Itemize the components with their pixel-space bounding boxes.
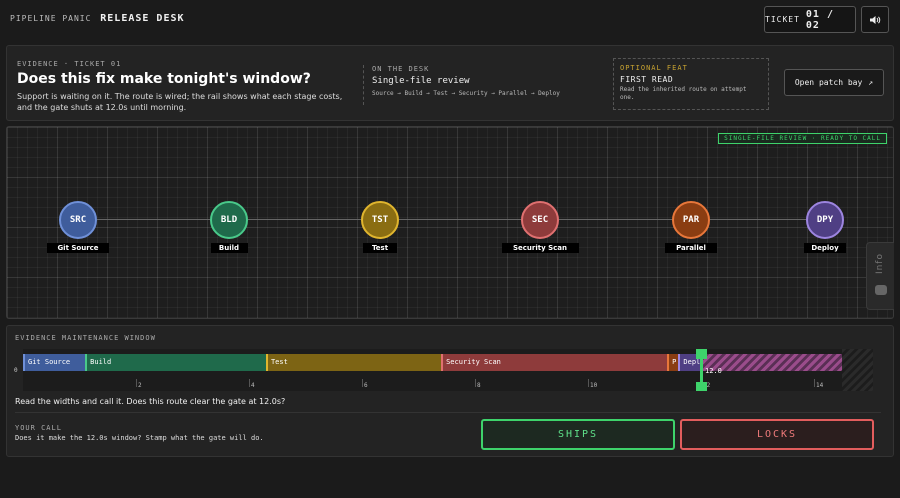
feat-title: FIRST READ [620,75,674,84]
segment-bar: Test [265,354,442,371]
overrun-bar [701,354,843,371]
stage-label: Git Source [47,243,109,253]
stage-label: Security Scan [501,243,579,253]
brand-title: RELEASE DESK [100,13,185,24]
rail-connector [710,219,806,220]
axis-tick-label: 14 [816,382,824,389]
axis-tick-label: 8 [477,382,481,389]
evidence-question: Read the widths and call it. Does this r… [15,397,286,406]
stage-node-bld[interactable]: BLD [210,201,248,239]
evidence-panel: EVIDENCE MAINTENANCE WINDOW 0 Git Source… [6,325,894,457]
stage-label: Parallel [665,243,717,253]
call-label: YOUR CALL [15,424,62,432]
patch-button-label: Open patch bay [794,78,863,87]
info-tab[interactable]: Info [866,242,894,310]
on-the-desk: ON THE DESK Single-file review Source → … [363,65,603,105]
stage-label: Test [363,243,397,253]
feat-desc: Read the inherited route on attempt one. [620,86,747,101]
brand: PIPELINE PANIC RELEASE DESK [10,13,185,24]
headline-subtext: Support is waiting on it. The route is w… [17,92,343,112]
feat-label: OPTIONAL FEAT [620,64,688,72]
axis-tick [475,379,476,387]
call-text: Does it make the 12.0s window? Stamp wha… [15,434,264,442]
track-tail [842,349,873,391]
axis-tick [249,379,250,387]
top-bar: PIPELINE PANIC RELEASE DESK TICKET 01 / … [0,0,900,40]
rail-status-badge: SINGLE-FILE REVIEW · READY TO CALL [718,133,887,144]
ships-button[interactable]: SHIPS [481,419,675,450]
gate-value-label: 12.0 [705,367,722,375]
desk-route: Source → Build → Test → Security → Paral… [372,90,560,97]
segment-bar: Build [85,354,266,371]
evidence-label: EVIDENCE · TICKET 01 [17,60,122,68]
speaker-icon [870,15,881,24]
sound-button[interactable] [861,6,889,33]
ticket-label: TICKET [765,15,800,24]
axis-tick-label: 4 [251,382,255,389]
desk-label: ON THE DESK [372,65,430,73]
stage-label: Deploy [804,243,846,253]
rail-connector [97,219,210,220]
axis-tick-label: 6 [364,382,368,389]
rail-connector [399,219,521,220]
gate-marker [700,349,703,391]
info-tab-label: Info [875,253,885,275]
rail-connector [248,219,361,220]
segment-bar: P [667,354,679,371]
ticket-value: 01 / 02 [805,8,834,31]
info-icon [875,285,887,295]
arrow-up-right-icon: ↗ [868,78,874,87]
stage-label: Build [210,243,248,253]
optional-feat: OPTIONAL FEAT FIRST READ Read the inheri… [613,58,769,110]
desk-title: Single-file review [372,76,470,86]
stage-node-src[interactable]: SRC [59,201,97,239]
stage-node-dpy[interactable]: DPY [806,201,844,239]
segment-bar: Deploy [678,354,701,371]
axis-tick [588,379,589,387]
gate-foot [696,382,707,391]
brand-prefix: PIPELINE PANIC [10,14,92,23]
headline: Does this fix make tonight's window? [17,71,311,87]
open-patch-bay-button[interactable]: Open patch bay ↗ [784,69,884,96]
locks-button[interactable]: LOCKS [680,419,874,450]
axis-zero-label: 0 [14,367,18,374]
segment-bar: Git Source [23,354,86,371]
ticket-counter: TICKET 01 / 02 [764,6,856,33]
stage-node-par[interactable]: PAR [672,201,710,239]
axis-tick [362,379,363,387]
axis-tick [814,379,815,387]
evidence-window-label: EVIDENCE MAINTENANCE WINDOW [15,334,156,342]
pipeline-rail: SINGLE-FILE REVIEW · READY TO CALL SRC Gi… [6,126,894,319]
axis-tick-label: 10 [590,382,598,389]
stage-node-sec[interactable]: SEC [521,201,559,239]
divider [15,412,881,413]
segment-bar: Security Scan [441,354,668,371]
rail-connector [559,219,672,220]
stage-node-tst[interactable]: TST [361,201,399,239]
ticket-header: EVIDENCE · TICKET 01 Does this fix make … [6,45,894,121]
axis-tick-label: 2 [138,382,142,389]
gate-cap [696,349,707,359]
axis-tick [136,379,137,387]
